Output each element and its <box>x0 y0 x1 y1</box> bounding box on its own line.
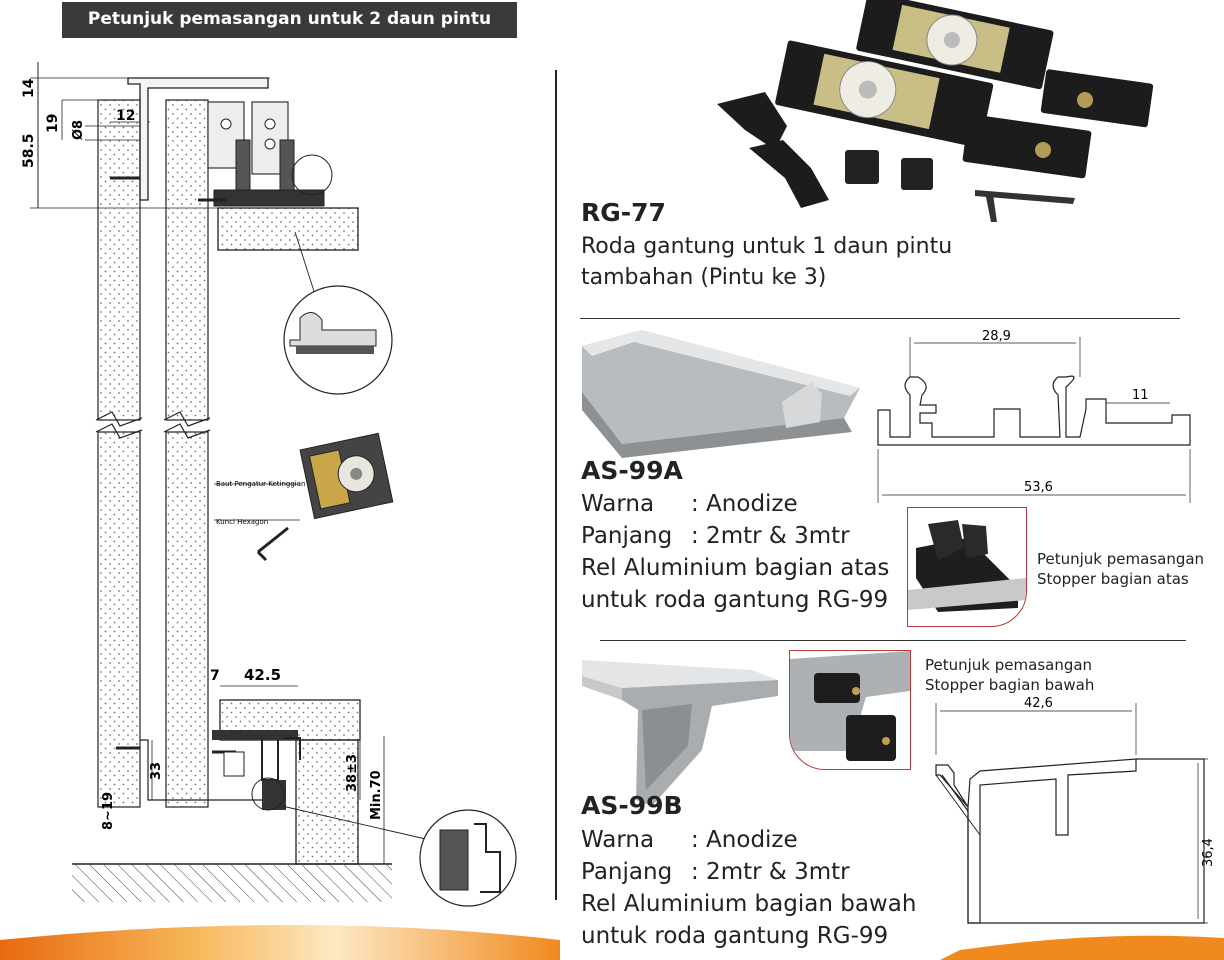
as99a-panjang-value: : 2mtr & 3mtr <box>691 523 850 549</box>
as99b-warna-row: Warna : Anodize <box>581 824 916 856</box>
label-kunci-hexagon: Kunci Hexagon <box>216 518 268 526</box>
as99a-rail-photo <box>582 330 860 458</box>
rg77-desc-line2: tambahan (Pintu ke 3) <box>581 265 827 290</box>
as99a-desc-line2: untuk roda gantung RG-99 <box>581 587 889 613</box>
as99a-stopper-note: Petunjuk pemasangan Stopper bagian atas <box>1037 549 1204 589</box>
rg77-description: Roda gantung untuk 1 daun pintu tambahan… <box>581 231 952 293</box>
dim-42-5: 42.5 <box>244 666 281 684</box>
as99a-warna-row: Warna : Anodize <box>581 488 889 520</box>
dim-19: 19 <box>45 114 61 133</box>
as99a-warna-label: Warna <box>581 491 655 517</box>
as99b-note-line1: Petunjuk pemasangan <box>925 656 1093 674</box>
as99a-profile-drawing: 28,9 11 53,6 <box>877 329 1191 503</box>
dim-8: Ø8 <box>71 120 86 140</box>
rg77-product-photo <box>717 0 1154 222</box>
dim-38-3: 38±3 <box>345 754 360 792</box>
as99b-panjang-label: Panjang <box>581 859 673 885</box>
as99b-dim-42-6: 42,6 <box>1024 696 1053 711</box>
as99a-code: AS-99A <box>581 456 683 485</box>
as99a-desc-line1: Rel Aluminium bagian atas <box>581 555 890 581</box>
as99b-note-line2: Stopper bagian bawah <box>925 676 1095 694</box>
as99a-note-line1: Petunjuk pemasangan <box>1037 550 1205 568</box>
as99a-dim-53-6: 53,6 <box>1024 480 1053 495</box>
dim-33: 33 <box>149 762 164 780</box>
dim-8-19: 8~19 <box>101 792 116 830</box>
as99b-desc-line1: Rel Aluminium bagian bawah <box>581 891 917 917</box>
rg77-code: RG-77 <box>581 198 666 227</box>
as99b-dim-36-4: 36,4 <box>1201 838 1216 867</box>
as99b-stopper-note: Petunjuk pemasangan Stopper bagian bawah <box>925 655 1094 695</box>
rg77-desc-line1: Roda gantung untuk 1 daun pintu <box>581 234 953 259</box>
as99b-profile-drawing: 42,6 36,4 <box>935 696 1216 924</box>
as99a-panjang-row: Panjang : 2mtr & 3mtr <box>581 520 889 552</box>
dim-7: 7 <box>210 668 220 684</box>
as99a-warna-value: : Anodize <box>691 491 798 517</box>
as99b-desc-line2: untuk roda gantung RG-99 <box>581 923 889 949</box>
dim-14: 14 <box>21 78 37 98</box>
as99b-warna-value: : Anodize <box>691 827 798 853</box>
as99b-panjang-row: Panjang : 2mtr & 3mtr <box>581 856 916 888</box>
as99a-dim-28-9: 28,9 <box>982 329 1011 344</box>
as99a-panjang-label: Panjang <box>581 523 673 549</box>
as99b-panjang-value: : 2mtr & 3mtr <box>691 859 850 885</box>
as99a-note-line2: Stopper bagian atas <box>1037 570 1189 588</box>
as99b-specs: Warna : Anodize Panjang : 2mtr & 3mtr Rel … <box>581 824 916 952</box>
column-divider <box>555 70 557 900</box>
as99b-rail-photo <box>582 660 778 806</box>
orange-wave-decoration <box>0 925 1224 960</box>
as99a-stopper-photo <box>907 507 1027 627</box>
as99a-dim-11: 11 <box>1132 388 1149 403</box>
page-title-banner: Petunjuk pemasangan untuk 2 daun pintu <box>62 2 517 38</box>
as99b-code: AS-99B <box>581 791 683 820</box>
label-baut-pengatur: Baut Pengatur Ketinggian <box>216 480 305 488</box>
dim-min-70: Min.70 <box>369 770 384 820</box>
as99b-stopper-photo <box>789 650 911 770</box>
as99b-warna-label: Warna <box>581 827 655 853</box>
as99a-specs: Warna : Anodize Panjang : 2mtr & 3mtr Rel … <box>581 488 889 616</box>
section-divider-1 <box>580 318 1180 319</box>
installation-drawing: 14 19 58.5 Ø8 12 Baut Pengatur Ketinggia… <box>21 62 517 907</box>
section-divider-2 <box>600 640 1186 641</box>
dim-58-5: 58.5 <box>21 133 37 168</box>
